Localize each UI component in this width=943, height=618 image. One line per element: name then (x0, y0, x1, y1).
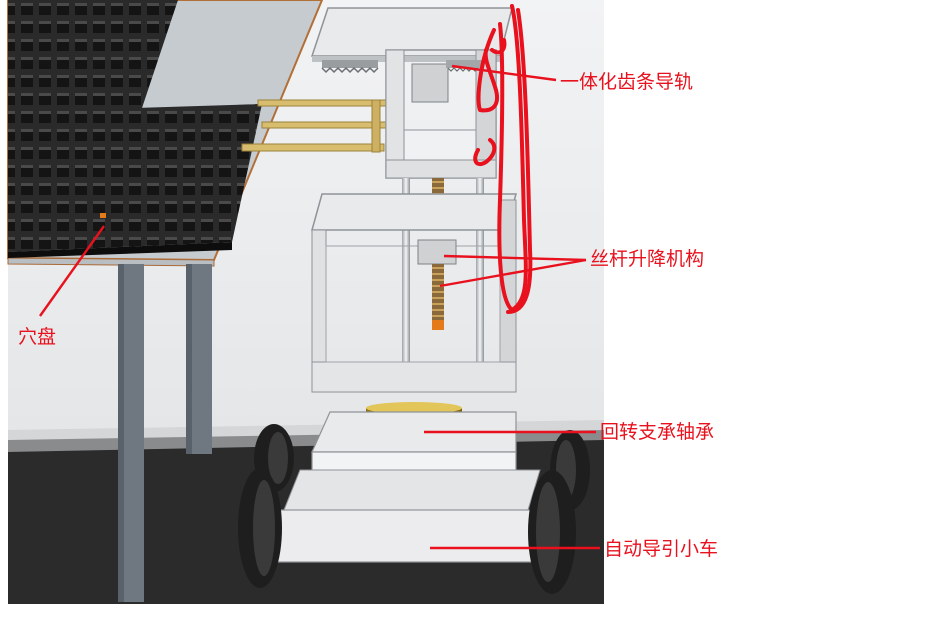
callout-lines (39, 64, 600, 550)
seedling-tray-front (8, 104, 262, 258)
callout-line-rail (451, 64, 557, 82)
label-slewing-bearing: 回转支承轴承 (600, 421, 715, 443)
agv-wheel (528, 470, 576, 594)
label-tray: 穴盘 (18, 326, 57, 348)
agv-wheel (238, 468, 282, 588)
rack-rail-assembly (310, 7, 513, 179)
callout-line-screw-upper (443, 254, 587, 262)
label-rack-rail: 一体化齿条导轨 (560, 71, 694, 93)
rail-highlight-sketch (473, 4, 533, 314)
agv-cart (238, 411, 590, 594)
screw-lift-mechanism (311, 178, 517, 393)
callout-line-screw-lower (439, 258, 587, 288)
callout-line-tray (39, 225, 105, 317)
label-agv: 自动导引小车 (604, 538, 719, 560)
label-screw-lift: 丝杆升降机构 (590, 248, 705, 270)
